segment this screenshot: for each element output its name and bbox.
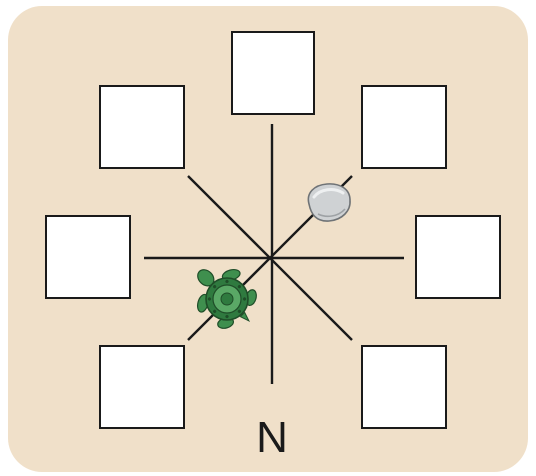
boxes — [45, 31, 501, 429]
box-bottom-left[interactable] — [99, 345, 185, 429]
box-top-right[interactable] — [361, 85, 447, 169]
direction-label: N — [256, 413, 288, 462]
box-right[interactable] — [415, 215, 501, 299]
box-top[interactable] — [231, 31, 315, 115]
box-top-left[interactable] — [99, 85, 185, 169]
box-left[interactable] — [45, 215, 131, 299]
turtle-icon — [196, 268, 257, 329]
rock-icon — [307, 183, 351, 222]
box-bottom-right[interactable] — [361, 345, 447, 429]
